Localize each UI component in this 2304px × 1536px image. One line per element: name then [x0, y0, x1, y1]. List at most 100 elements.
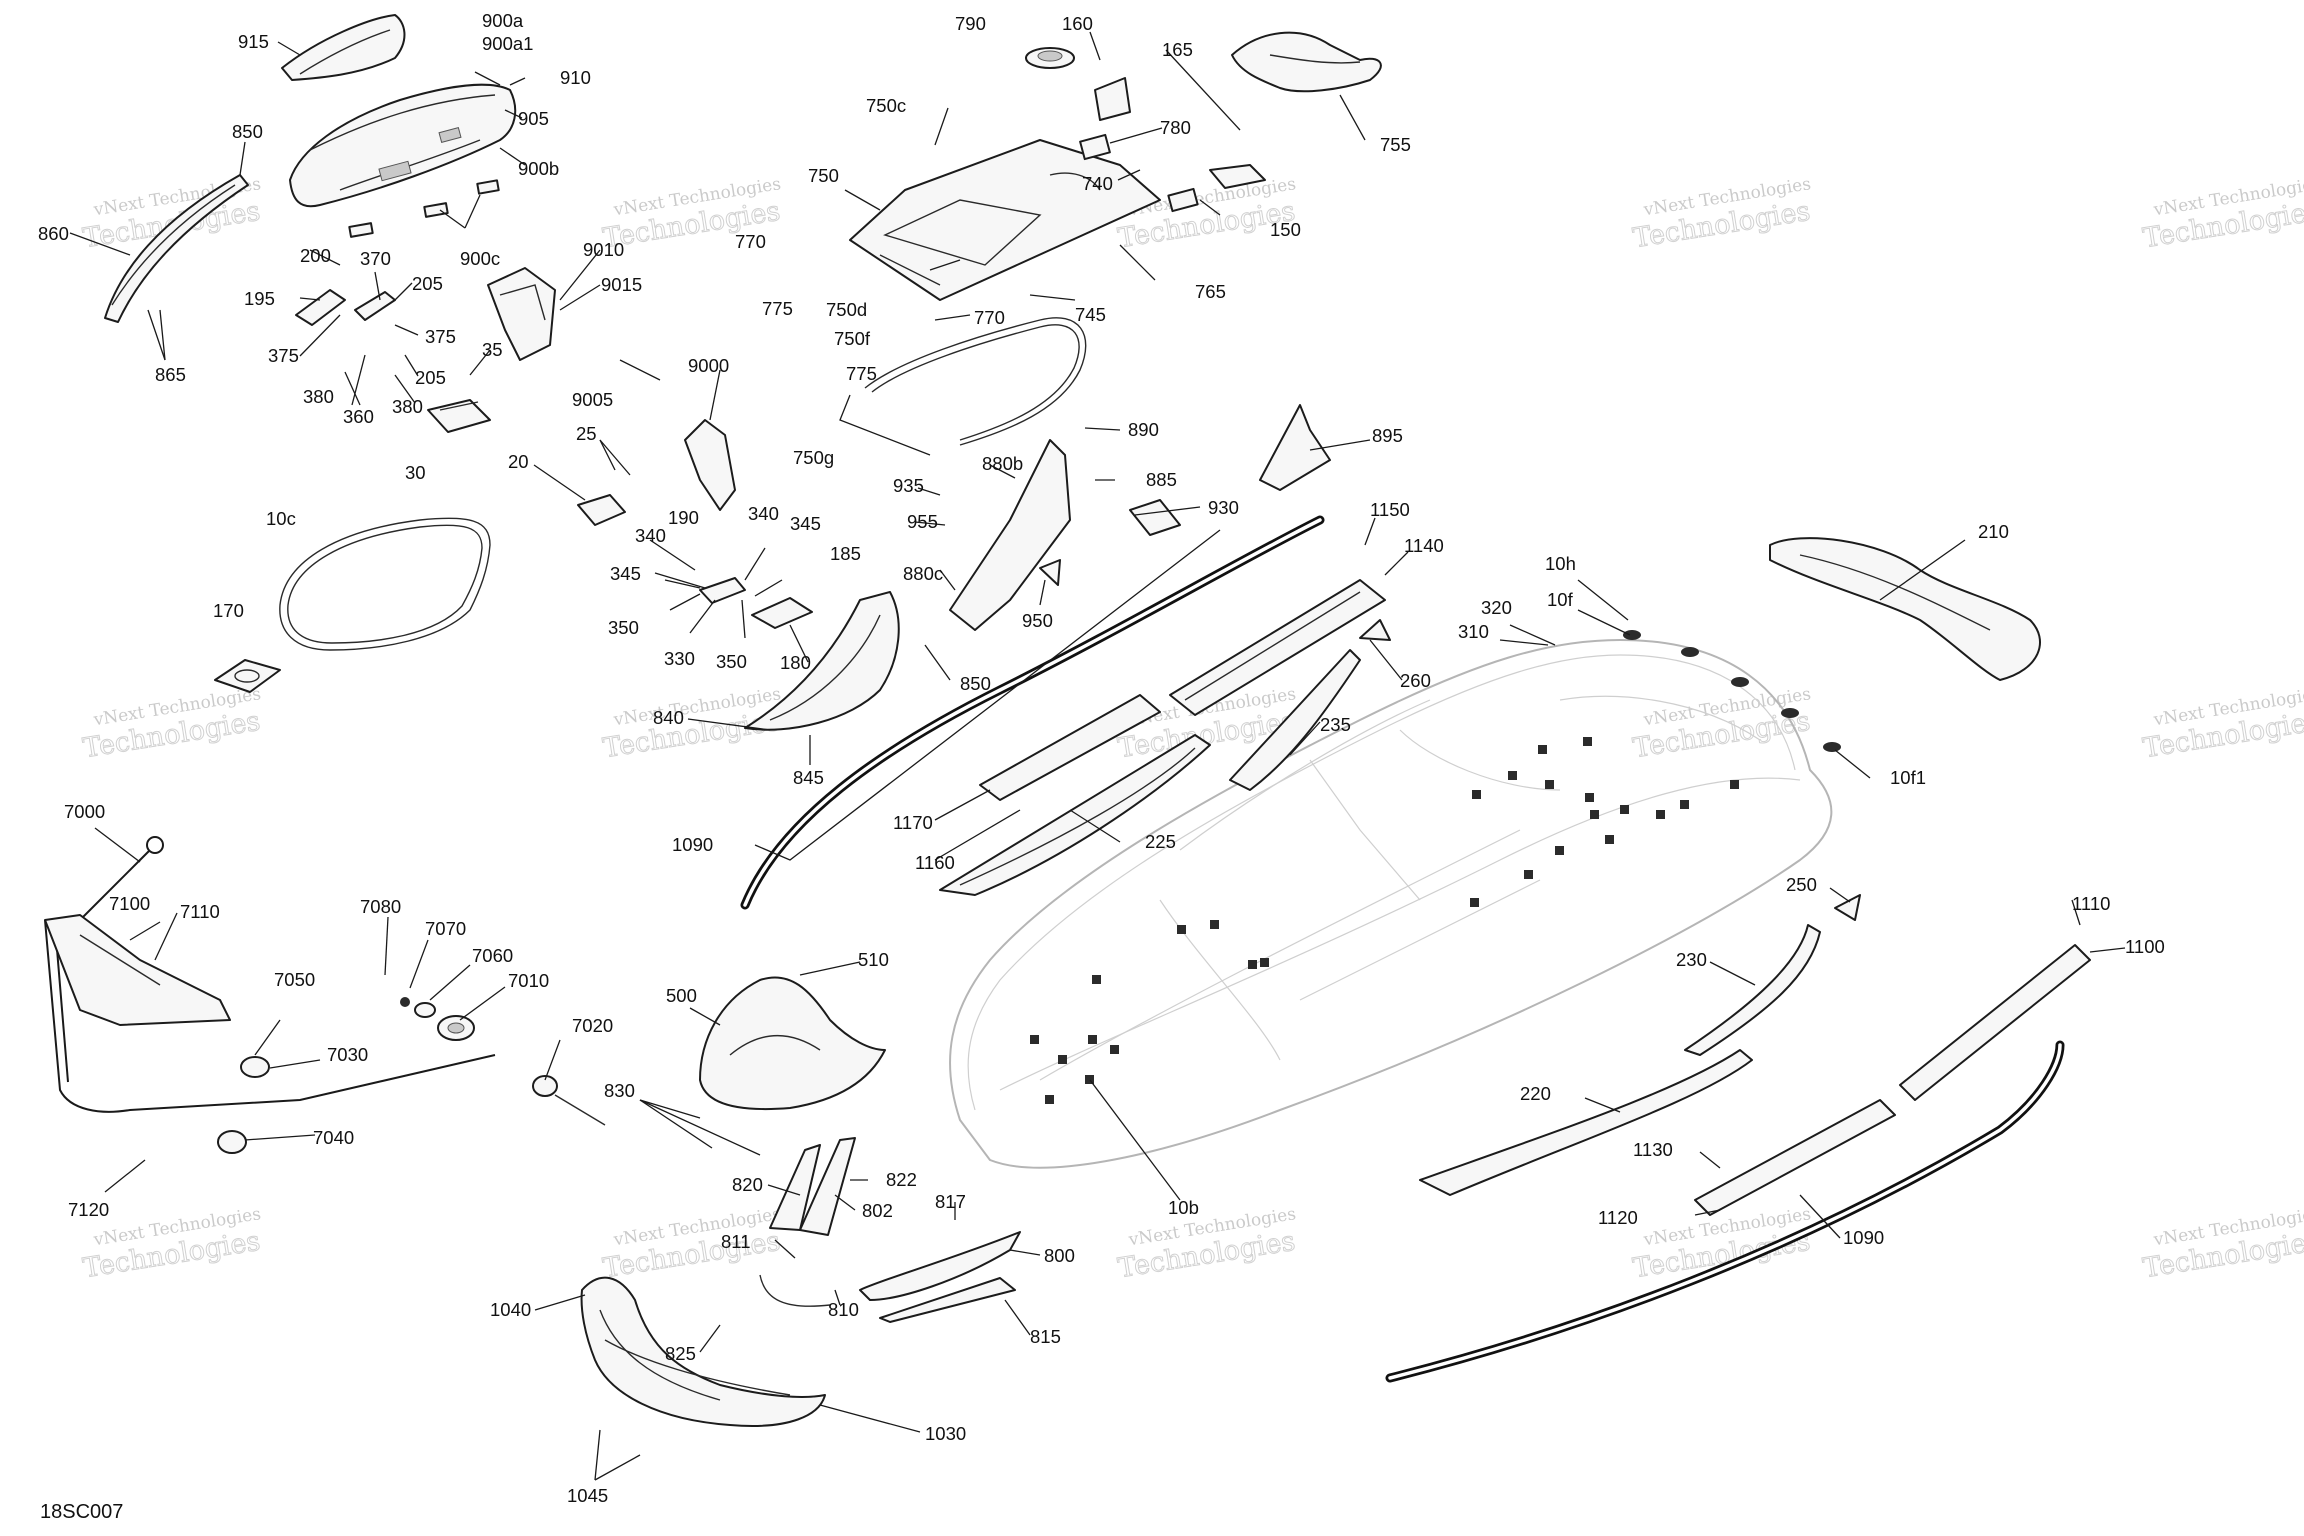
label-195: 195 — [244, 288, 275, 309]
label-340a: 340 — [635, 525, 666, 546]
part-820-trim — [769, 1137, 856, 1236]
label-822: 822 — [886, 1169, 917, 1190]
label-210: 210 — [1978, 521, 2009, 542]
part-250-bumper — [1834, 894, 1861, 921]
label-7020: 7020 — [572, 1015, 613, 1036]
part-810-bracket — [759, 1274, 831, 1307]
part-790-cap — [1025, 47, 1075, 69]
label-740: 740 — [1082, 173, 1113, 194]
label-865: 865 — [155, 364, 186, 385]
label-915: 915 — [238, 31, 269, 52]
label-380a: 380 — [303, 386, 334, 407]
part-7010-damper — [400, 997, 475, 1041]
part-10c-seal — [279, 517, 491, 651]
part-1120-footrest — [1694, 1099, 1896, 1216]
part-750-tray — [849, 139, 1161, 301]
label-20: 20 — [508, 451, 529, 472]
label-880b: 880b — [982, 453, 1023, 474]
label-802: 802 — [862, 1200, 893, 1221]
label-7000: 7000 — [64, 801, 105, 822]
label-500: 500 — [666, 985, 697, 1006]
part-840-panel — [744, 591, 900, 731]
label-7100: 7100 — [109, 893, 150, 914]
label-1170: 1170 — [893, 812, 933, 833]
label-900a1: 900a1 — [482, 33, 533, 54]
label-30: 30 — [405, 462, 426, 483]
label-1030: 1030 — [925, 1423, 966, 1444]
label-790: 790 — [955, 13, 986, 34]
label-205b: 205 — [415, 367, 446, 388]
label-900b: 900b — [518, 158, 559, 179]
label-840: 840 — [653, 707, 684, 728]
label-350b: 350 — [716, 651, 747, 672]
label-200: 200 — [300, 245, 331, 266]
label-345a: 345 — [790, 513, 821, 534]
label-1100: 1100 — [2125, 936, 2165, 957]
label-750c: 750c — [866, 95, 906, 116]
label-850b: 850 — [960, 673, 991, 694]
label-1090b: 1090 — [1843, 1227, 1884, 1248]
label-35: 35 — [482, 339, 503, 360]
label-345b: 345 — [610, 563, 641, 584]
part-7030-damper — [240, 1056, 270, 1078]
label-9000: 9000 — [688, 355, 729, 376]
label-165: 165 — [1162, 39, 1193, 60]
label-770a: 770 — [735, 231, 766, 252]
label-810: 810 — [828, 1299, 859, 1320]
label-7120: 7120 — [68, 1199, 109, 1220]
label-330: 330 — [664, 648, 695, 669]
label-7050: 7050 — [274, 969, 315, 990]
label-220: 220 — [1520, 1083, 1551, 1104]
label-930: 930 — [1208, 497, 1239, 518]
label-250: 250 — [1786, 874, 1817, 895]
part-7000-frame — [44, 836, 496, 1113]
label-10c: 10c — [266, 508, 296, 529]
part-170-plate — [214, 659, 281, 693]
part-880-bracket — [949, 439, 1181, 631]
label-1120: 1120 — [1598, 1207, 1638, 1228]
label-160: 160 — [1062, 13, 1093, 34]
part-220-mat — [1419, 1049, 1753, 1196]
label-370: 370 — [360, 248, 391, 269]
label-260: 260 — [1400, 670, 1431, 691]
part-780-bracket — [1079, 133, 1266, 213]
label-510: 510 — [858, 949, 889, 970]
part-860-panel — [104, 174, 249, 323]
part-7040-damper — [217, 1130, 247, 1154]
label-1140: 1140 — [1404, 535, 1444, 556]
part-9010-bracket — [487, 267, 556, 361]
label-860: 860 — [38, 223, 69, 244]
part-1160-footrest — [979, 694, 1161, 801]
label-1150: 1150 — [1370, 499, 1410, 520]
label-9015: 9015 — [601, 274, 642, 295]
label-745: 745 — [1075, 304, 1106, 325]
label-905: 905 — [518, 108, 549, 129]
label-780: 780 — [1160, 117, 1191, 138]
label-7030: 7030 — [327, 1044, 368, 1065]
label-750: 750 — [808, 165, 839, 186]
label-25: 25 — [576, 423, 597, 444]
label-375a: 375 — [268, 345, 299, 366]
label-820: 820 — [732, 1174, 763, 1195]
part-500-cover — [699, 976, 886, 1111]
label-9010: 9010 — [583, 239, 624, 260]
label-7110: 7110 — [180, 901, 220, 922]
part-9000-bracket — [684, 419, 736, 511]
label-750d: 750d — [826, 299, 867, 320]
label-775a: 775 — [762, 298, 793, 319]
label-770b: 770 — [974, 307, 1005, 328]
label-375b: 375 — [425, 326, 456, 347]
part-160-handle — [1094, 77, 1131, 121]
label-360: 360 — [343, 406, 374, 427]
label-7070: 7070 — [425, 918, 466, 939]
part-260-bumper — [1359, 619, 1391, 641]
part-195-bracket — [295, 289, 396, 326]
label-170: 170 — [213, 600, 244, 621]
label-10f: 10f — [1547, 589, 1574, 610]
label-7010: 7010 — [508, 970, 549, 991]
